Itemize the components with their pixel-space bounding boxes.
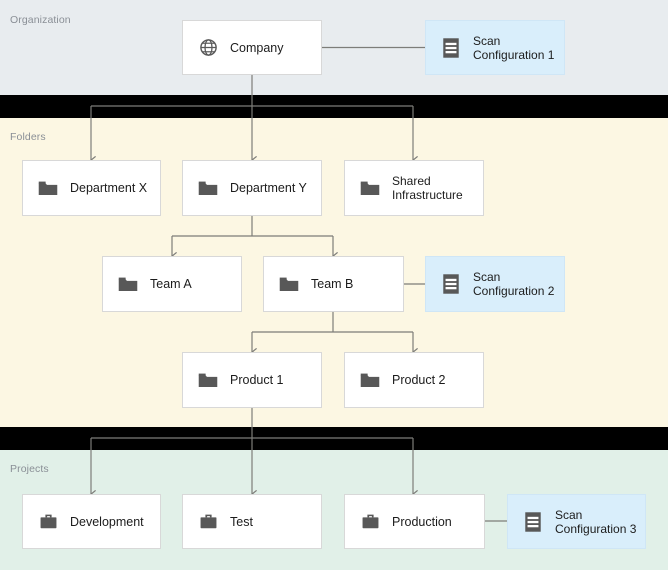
folder-icon [278,273,300,295]
node-production-label: Production [392,514,452,529]
folder-icon [197,369,219,391]
briefcase-icon [37,511,59,533]
folder-icon [117,273,139,295]
node-shared-infrastructure[interactable]: Shared Infrastructure [344,160,484,216]
node-department-y-label: Department Y [230,181,307,195]
node-scan-configuration-2-label: Scan Configuration 2 [473,270,555,298]
band-organization [0,0,668,95]
scan-configuration-icon [522,511,544,533]
node-test[interactable]: Test [182,494,322,549]
node-scan-configuration-3-label: Scan Configuration 3 [555,507,637,536]
node-product-1-label: Product 1 [230,373,284,387]
node-product-2-label: Product 2 [392,373,446,387]
band-label-folders: Folders [10,131,46,143]
folder-icon [359,369,381,391]
briefcase-icon [197,511,219,533]
node-scan-configuration-3[interactable]: Scan Configuration 3 [507,494,646,549]
node-department-y[interactable]: Department Y [182,160,322,216]
node-team-a[interactable]: Team A [102,256,242,312]
folder-icon [359,177,381,199]
node-scan-configuration-1-label: Scan Configuration 1 [473,33,555,62]
globe-icon [197,37,219,59]
folder-icon [37,177,59,199]
node-team-a-label: Team A [150,277,192,291]
node-department-x[interactable]: Department X [22,160,161,216]
node-product-2[interactable]: Product 2 [344,352,484,408]
node-department-x-label: Department X [70,181,148,195]
scan-configuration-icon [440,273,462,295]
node-shared-infrastructure-label: Shared Infrastructure [392,174,463,202]
node-product-1[interactable]: Product 1 [182,352,322,408]
node-scan-configuration-2[interactable]: Scan Configuration 2 [425,256,565,312]
node-production[interactable]: Production [344,494,485,549]
node-team-b-label: Team B [311,277,354,291]
briefcase-icon [359,511,381,533]
node-test-label: Test [230,514,253,529]
node-company[interactable]: Company [182,20,322,75]
node-company-label: Company [230,40,284,55]
band-label-organization: Organization [10,14,71,26]
node-team-b[interactable]: Team B [263,256,404,312]
node-development[interactable]: Development [22,494,161,549]
band-label-projects: Projects [10,463,49,475]
folder-icon [197,177,219,199]
scan-configuration-icon [440,37,462,59]
node-scan-configuration-1[interactable]: Scan Configuration 1 [425,20,565,75]
node-development-label: Development [70,514,144,529]
